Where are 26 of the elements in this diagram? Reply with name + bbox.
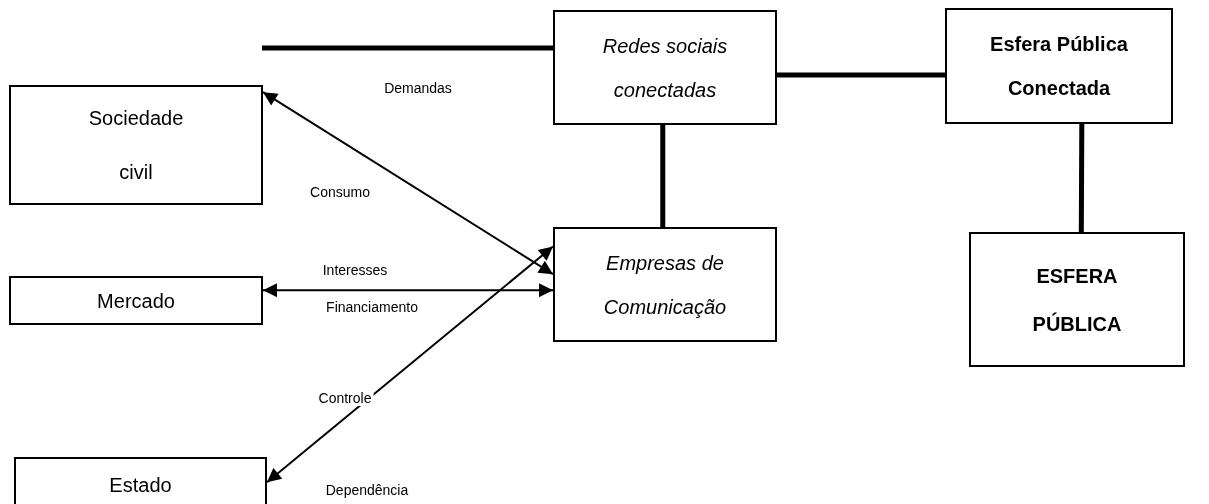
connector-line <box>262 45 553 51</box>
double-arrow <box>266 245 554 484</box>
edge-label: Controle <box>316 390 374 406</box>
connector-line <box>777 72 945 78</box>
process-box <box>553 227 777 342</box>
box-label: Empresas de Comunicação <box>602 250 728 320</box>
process-box <box>553 10 777 125</box>
double-arrow <box>262 283 554 298</box>
connector-line <box>1078 124 1085 232</box>
box-label: Mercado <box>96 288 176 313</box>
box-label: Redes sociais conectadas <box>601 33 729 103</box>
box-label: Estado <box>108 473 173 497</box>
process-box <box>9 85 263 205</box>
box-label: ESFERA PÚBLICA <box>1031 263 1123 337</box>
process-box <box>9 276 263 325</box>
text-label: Financiamento <box>324 299 420 315</box>
text-label: Dependência <box>323 482 411 498</box>
process-box <box>969 232 1185 367</box>
process-box <box>945 8 1173 124</box>
connector-line <box>660 125 666 227</box>
box-label: Esfera Pública Conectada <box>989 32 1129 101</box>
box-label: Sociedade civil <box>87 106 185 185</box>
edge-label: Demandas <box>382 80 454 96</box>
double-arrow <box>262 91 554 276</box>
text-label: Consumo <box>308 184 372 200</box>
process-box <box>14 457 267 504</box>
